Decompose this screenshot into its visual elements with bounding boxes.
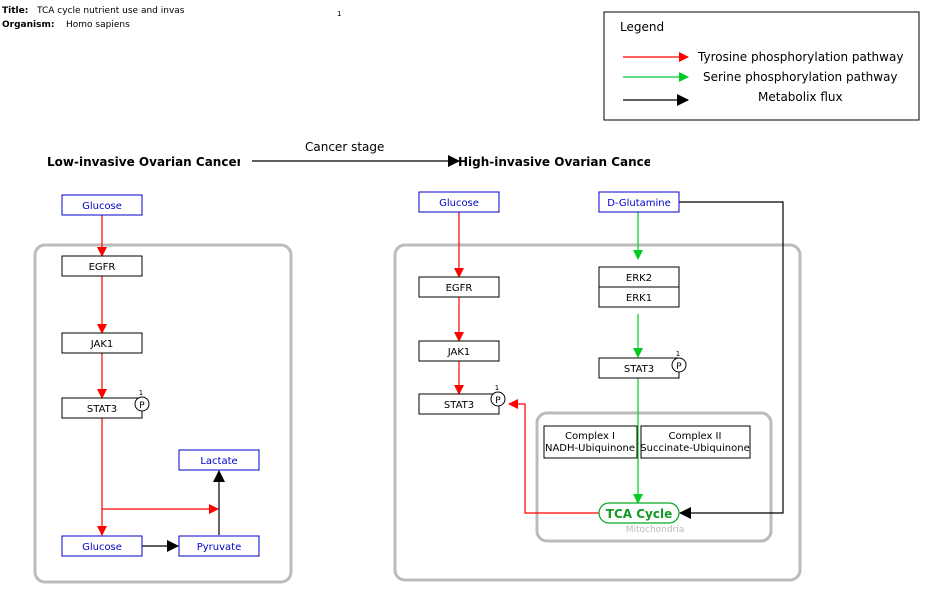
phospho-right-label: P	[676, 362, 682, 372]
egfr-node-high[interactable]	[418, 276, 500, 298]
phospho-site-left-icon	[490, 391, 506, 407]
legend: Legend Tyrosine phosphorylation pathway …	[603, 11, 920, 121]
glucose-bottom-label: Glucose	[82, 542, 122, 553]
jak1-label: JAK1	[90, 339, 114, 350]
stat3-right-label: STAT3	[624, 364, 654, 375]
glucose-node-bottom[interactable]	[61, 535, 143, 557]
complex-i-node[interactable]	[543, 425, 638, 459]
complex-ii-desc: Succinate-Ubiquinone	[640, 443, 749, 454]
cell-compartment-high	[393, 243, 802, 582]
jak1-node-high[interactable]	[418, 340, 500, 362]
low-invasive-label: Low-invasive Ovarian Cancer	[47, 155, 243, 169]
egfr-node[interactable]	[61, 255, 143, 277]
phospho-label: P	[139, 401, 145, 411]
stat3-label: STAT3	[87, 404, 117, 415]
phospho-site-number: 1	[139, 389, 143, 397]
header: Title: TCA cycle nutrient use and invas …	[2, 6, 341, 30]
organism-label: Organism:	[2, 20, 54, 30]
phospho-site-icon	[134, 396, 150, 412]
glucose-high-label: Glucose	[439, 198, 479, 209]
complex-ii-name: Complex II	[669, 431, 722, 442]
edge-tca-stat3	[508, 399, 599, 514]
phospho-right-site-number: 1	[676, 350, 680, 358]
egfr-label: EGFR	[89, 262, 116, 273]
low-label-clip	[240, 152, 252, 170]
glucose-node-top[interactable]	[61, 194, 143, 216]
egfr-high-label: EGFR	[446, 283, 473, 294]
phospho-left-site-number: 1	[495, 384, 499, 392]
title-label: Title:	[2, 6, 28, 16]
legend-serine-label: Serine phosphorylation pathway	[703, 70, 898, 84]
erk2-label: ERK2	[626, 273, 652, 284]
pyruvate-node[interactable]	[178, 535, 260, 557]
cancer-stage: Cancer stage Low-invasive Ovarian Cancer…	[47, 140, 670, 170]
complex-i-desc: NADH-Ubiquinone	[545, 443, 635, 454]
glucose-top-label: Glucose	[82, 201, 122, 212]
jak1-high-label: JAK1	[447, 347, 471, 358]
glutamine-label: D-Glutamine	[607, 198, 671, 209]
legend-title: Legend	[620, 20, 664, 34]
edge-glutamine-tca	[679, 201, 784, 519]
pyruvate-label: Pyruvate	[197, 542, 242, 553]
cell-compartment-low	[33, 243, 293, 584]
tca-cycle-node[interactable]	[598, 502, 680, 524]
lactate-node[interactable]	[178, 449, 260, 471]
complex-ii-node[interactable]	[640, 425, 751, 459]
phospho-left-label: P	[495, 396, 501, 406]
mitochondria-compartment	[535, 411, 773, 543]
cancer-stage-label: Cancer stage	[305, 140, 384, 154]
legend-box	[603, 11, 920, 121]
high-invasive-label: High-invasive Ovarian Cancer	[458, 155, 658, 169]
stat3-left-label: STAT3	[444, 400, 474, 411]
organism-value: Homo sapiens	[66, 20, 130, 30]
tca-cycle-label: TCA Cycle	[606, 507, 672, 521]
legend-metabolic-label: Metabolix flux	[758, 90, 843, 104]
high-label-clip	[650, 152, 670, 170]
glucose-node-high[interactable]	[418, 191, 500, 213]
mitochondria-label: Mitochondria	[626, 525, 685, 535]
page-marker: 1	[337, 10, 341, 18]
legend-tyrosine-label: Tyrosine phosphorylation pathway	[697, 50, 903, 64]
glutamine-node[interactable]	[598, 191, 680, 213]
erk1-label: ERK1	[626, 293, 652, 304]
complex-i-name: Complex I	[565, 431, 615, 442]
phospho-site-right-icon	[671, 357, 687, 373]
lactate-label: Lactate	[200, 456, 237, 467]
erk1-node[interactable]	[598, 286, 680, 308]
high-invasive-panel: Mitochondria Glucose D-Glutamine EGFR JA…	[393, 191, 802, 582]
title-value: TCA cycle nutrient use and invas	[36, 6, 185, 16]
low-invasive-panel: Glucose EGFR JAK1 STAT3 P 1 Lactate Gluc…	[33, 194, 293, 584]
jak1-node[interactable]	[61, 332, 143, 354]
